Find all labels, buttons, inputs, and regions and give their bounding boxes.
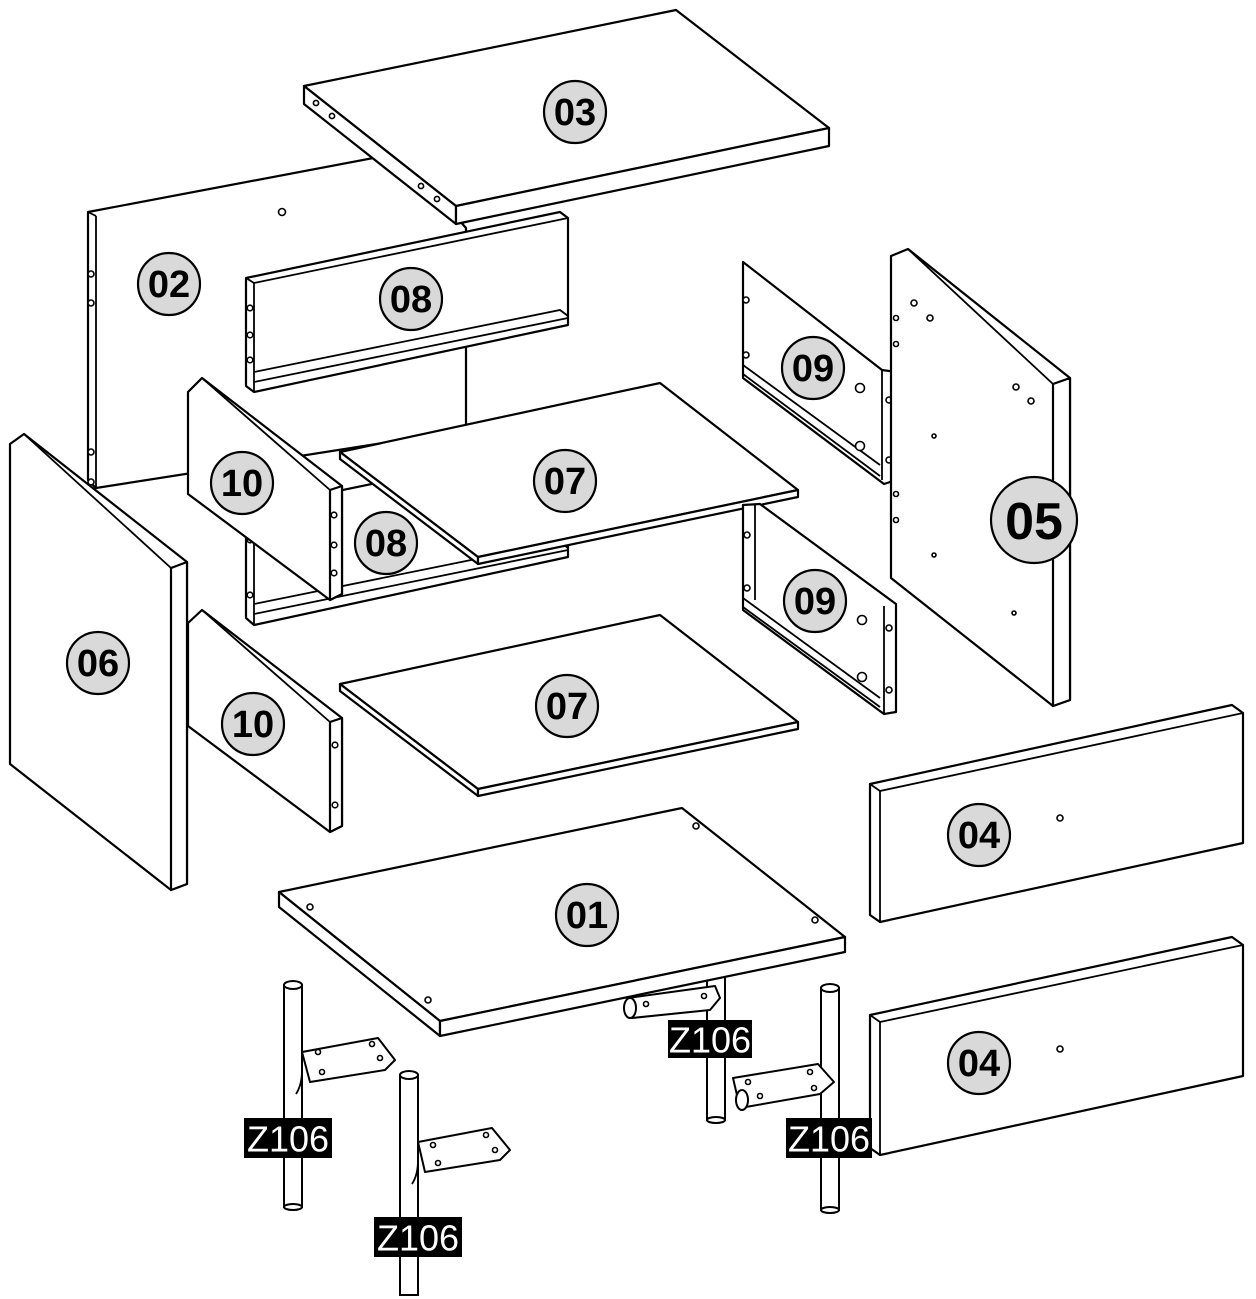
badge-10-lower: 10: [220, 691, 286, 757]
badge-08-lower: 08: [353, 510, 419, 576]
badge-08-lower-label: 08: [365, 523, 407, 565]
badge-02: 02: [136, 251, 202, 317]
badge-03: 03: [542, 79, 608, 145]
tag-z106-center: Z106: [668, 1020, 752, 1061]
badge-03-label: 03: [554, 92, 596, 134]
tag-z106-bottom: Z106: [374, 1217, 462, 1259]
badge-09-upper-label: 09: [792, 348, 834, 390]
leg-front-right: [732, 983, 840, 1214]
badge-10-upper: 10: [209, 450, 275, 516]
badge-04-upper-label: 04: [958, 815, 1000, 857]
badge-09-upper: 09: [780, 335, 846, 401]
badge-10-lower-label: 10: [232, 704, 274, 746]
badge-01: 01: [554, 882, 620, 948]
badge-09-lower: 09: [782, 568, 848, 634]
badge-05: 05: [989, 475, 1079, 565]
badge-07-upper: 07: [532, 448, 598, 514]
badge-04-lower-label: 04: [958, 1043, 1000, 1085]
badge-06-label: 06: [77, 643, 119, 685]
badge-07-lower: 07: [534, 673, 600, 739]
tag-z106-left: Z106: [244, 1118, 332, 1160]
badge-02-label: 02: [148, 264, 190, 306]
tag-z106-right: Z106: [786, 1118, 872, 1160]
badge-01-label: 01: [566, 895, 608, 937]
part-04-upper-drawer-front: [868, 703, 1245, 924]
badge-05-label: 05: [1005, 493, 1063, 551]
tag-z106-right-label: Z106: [788, 1119, 870, 1160]
leg-front-left: [283, 980, 396, 1211]
badge-10-upper-label: 10: [221, 463, 263, 505]
badge-08-upper-label: 08: [390, 279, 432, 321]
tag-z106-left-label: Z106: [247, 1119, 329, 1160]
badge-06: 06: [65, 630, 131, 696]
tag-z106-bottom-label: Z106: [377, 1218, 459, 1259]
badge-08-upper: 08: [378, 266, 444, 332]
badge-07-lower-label: 07: [546, 686, 588, 728]
badge-04-lower: 04: [946, 1030, 1012, 1096]
badge-04-upper: 04: [946, 802, 1012, 868]
badge-09-lower-label: 09: [794, 581, 836, 623]
tag-z106-center-label: Z106: [669, 1020, 751, 1061]
badge-07-upper-label: 07: [544, 461, 586, 503]
leg-front-center: [399, 1070, 511, 1296]
part-04-lower-drawer-front: [868, 935, 1245, 1157]
